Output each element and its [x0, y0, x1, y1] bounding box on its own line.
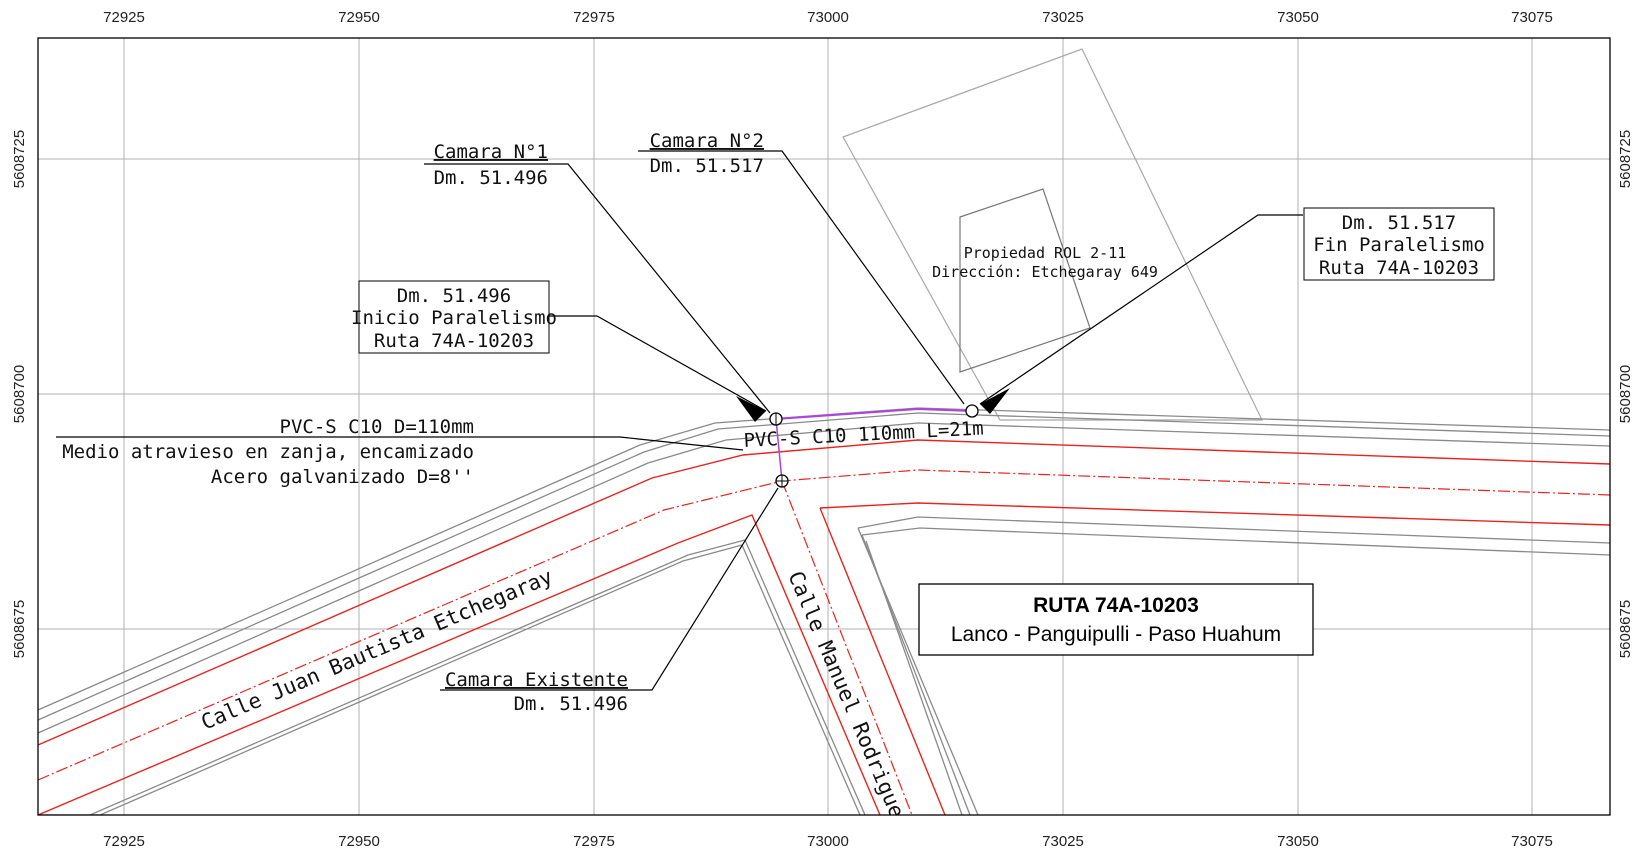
x-tick-label: 72975 [573, 833, 615, 850]
y-tick-label: 5608725 [11, 130, 28, 188]
camara-existente-dm: Dm. 51.496 [514, 693, 628, 715]
property-outline [842, 48, 1263, 421]
leader-lines [56, 150, 1303, 691]
x-tick-label: 72975 [573, 9, 615, 26]
manhole-markers [769, 404, 979, 488]
route-subtitle: Lanco - Panguipulli - Paso Huahum [951, 623, 1281, 646]
coordinate-grid [38, 38, 1610, 815]
y-tick-label: 5608700 [11, 365, 28, 423]
camara-1-name: Camara N°1 [434, 141, 548, 163]
property-address-label: Dirección: Etchegaray 649 [932, 263, 1158, 281]
x-tick-label: 72950 [338, 9, 380, 26]
x-tick-label: 73050 [1277, 833, 1319, 850]
camara-2-marker [965, 404, 979, 418]
y-axis-right: 5608725 5608700 5608675 [1617, 130, 1634, 658]
y-tick-label: 5608675 [11, 600, 28, 658]
camara-2-name: Camara N°2 [650, 130, 764, 152]
route-title-box: RUTA 74A-10203 Lanco - Panguipulli - Pas… [918, 583, 1314, 656]
x-tick-label: 72925 [103, 833, 145, 850]
street-label-rodriguez: Calle Manuel Rodriguez [783, 568, 914, 833]
camara-1-dm: Dm. 51.496 [434, 167, 548, 189]
camara-existente-name: Camara Existente [445, 669, 628, 691]
y-axis-left: 5608725 5608700 5608675 [11, 130, 28, 658]
fin-label: Fin Paralelismo [1313, 234, 1485, 256]
route-title: RUTA 74A-10203 [1033, 594, 1199, 617]
x-tick-label: 73025 [1042, 833, 1084, 850]
x-axis-top: 72925 72950 72975 73000 73025 73050 7307… [103, 9, 1553, 26]
x-tick-label: 73025 [1042, 9, 1084, 26]
fin-ruta: Ruta 74A-10203 [1319, 257, 1479, 279]
x-tick-label: 72950 [338, 833, 380, 850]
y-tick-label: 5608675 [1617, 600, 1634, 658]
map-frame [37, 37, 1611, 816]
inicio-ruta: Ruta 74A-10203 [374, 330, 534, 352]
x-axis-bottom: 72925 72950 72975 73000 73025 73050 7307… [103, 833, 1553, 850]
road-gray-lines [38, 407, 1610, 815]
x-tick-label: 72925 [103, 9, 145, 26]
inicio-dm: Dm. 51.496 [397, 285, 511, 307]
x-tick-label: 73000 [807, 833, 849, 850]
fin-paralelismo-box: Dm. 51.517 Fin Paralelismo Ruta 74A-1020… [1303, 207, 1495, 281]
fin-dm: Dm. 51.517 [1342, 212, 1456, 234]
crossing-pipe-spec: PVC-S C10 D=110mm [280, 416, 474, 438]
y-tick-label: 5608725 [1617, 130, 1634, 188]
inicio-label: Inicio Paralelismo [351, 307, 557, 329]
crossing-casing: Acero galvanizado D=8'' [211, 466, 474, 488]
property-rol-label: Propiedad ROL 2-11 [964, 244, 1127, 262]
y-tick-label: 5608700 [1617, 365, 1634, 423]
inicio-paralelismo-box: Dm. 51.496 Inicio Paralelismo Ruta 74A-1… [351, 280, 557, 354]
x-tick-label: 73075 [1511, 833, 1553, 850]
x-tick-label: 73050 [1277, 9, 1319, 26]
pvc-pipe [775, 407, 973, 482]
camara-2-dm: Dm. 51.517 [650, 155, 764, 177]
x-tick-label: 73000 [807, 9, 849, 26]
street-label-etchegaray: Calle Juan Bautista Etchegaray [198, 564, 557, 734]
crossing-method: Medio atravieso en zanja, encamizado [62, 441, 474, 463]
x-tick-label: 73075 [1511, 9, 1553, 26]
